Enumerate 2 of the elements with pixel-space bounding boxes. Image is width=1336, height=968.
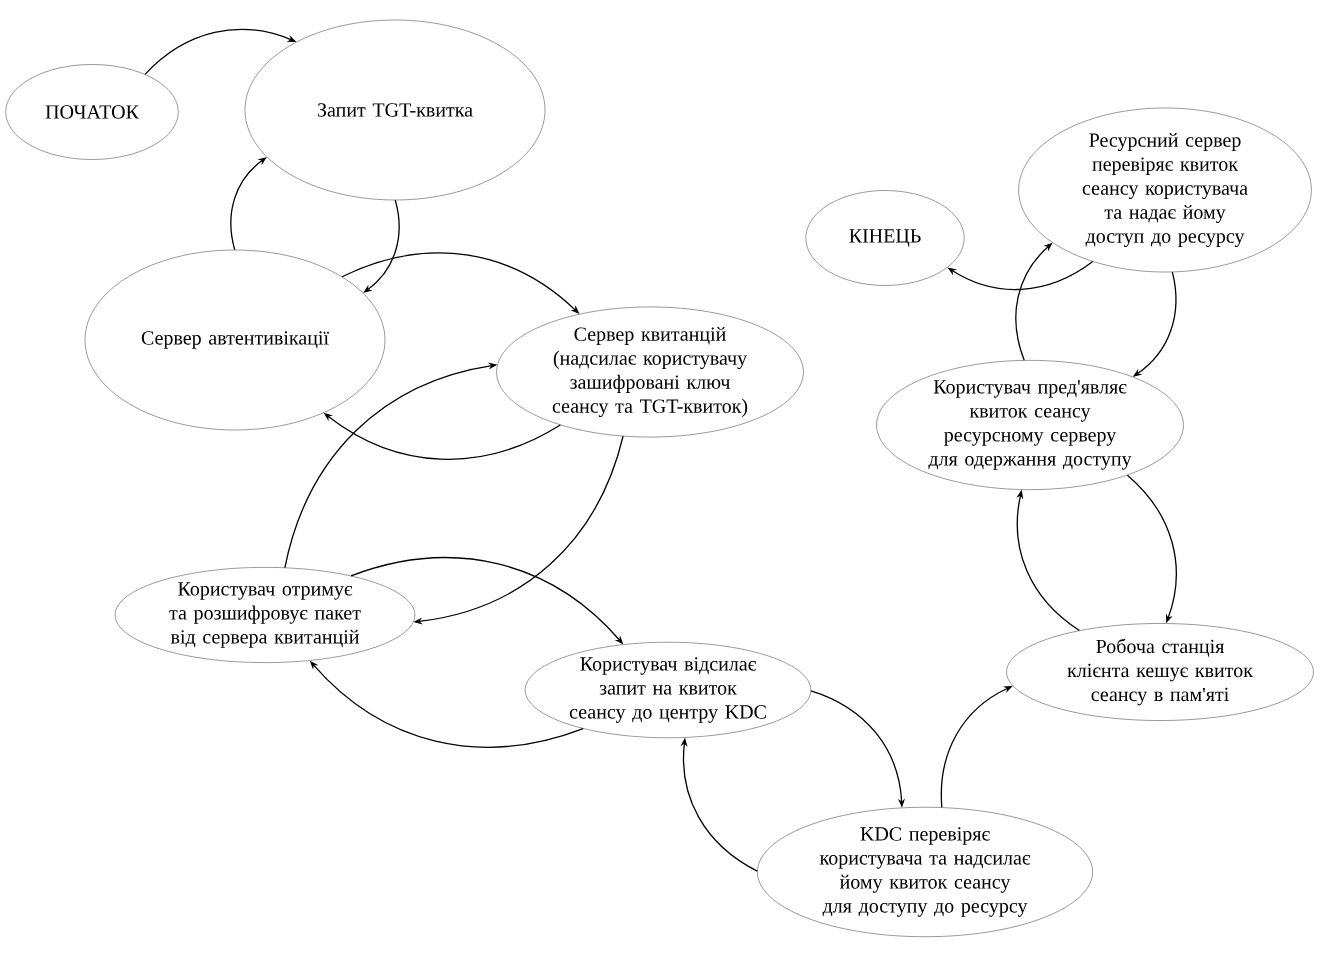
arrow [363, 199, 400, 293]
arrow [230, 157, 267, 251]
